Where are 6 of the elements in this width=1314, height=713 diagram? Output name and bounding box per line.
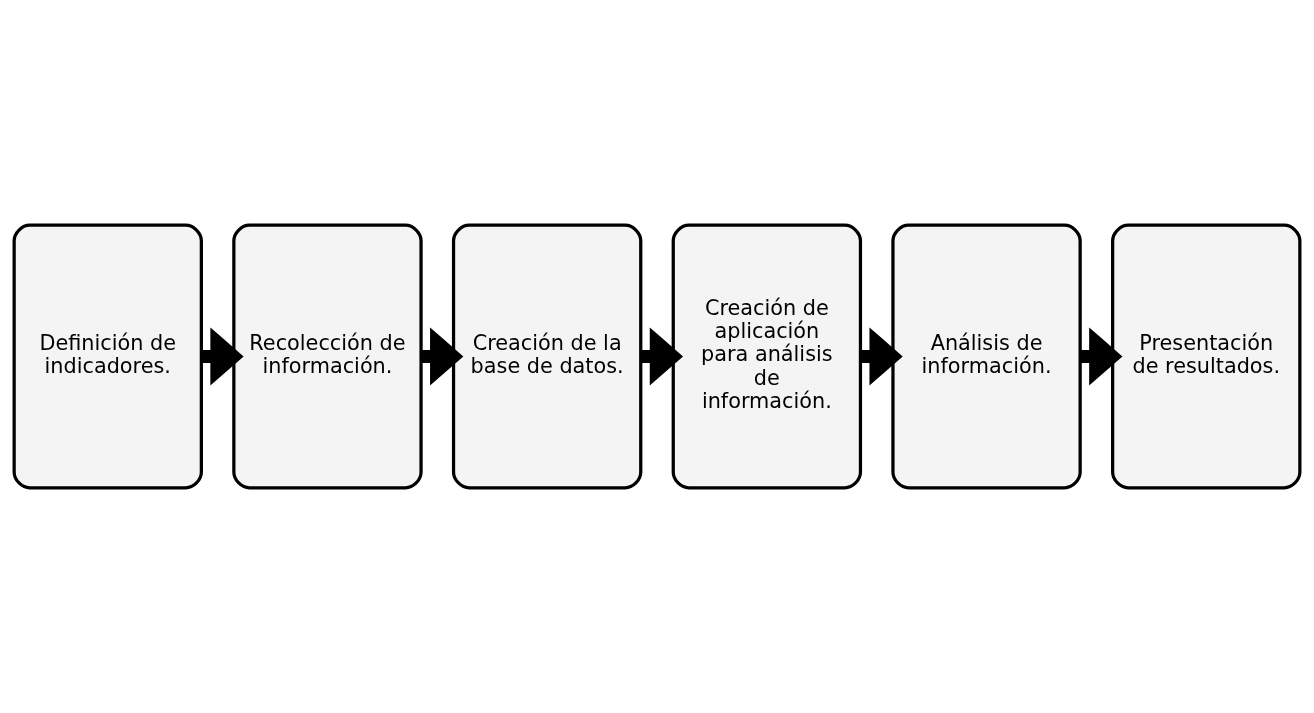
- node-box: Presentación de resultados.: [1111, 223, 1302, 490]
- node-box: Definición de indicadores.: [12, 223, 203, 490]
- node-box: Creación de la base de datos.: [451, 223, 643, 490]
- node-box: Creación de aplicación para análisis de información.: [671, 223, 863, 490]
- node-box: Análisis de información.: [891, 223, 1082, 490]
- node-box: Recolección de información.: [232, 223, 423, 490]
